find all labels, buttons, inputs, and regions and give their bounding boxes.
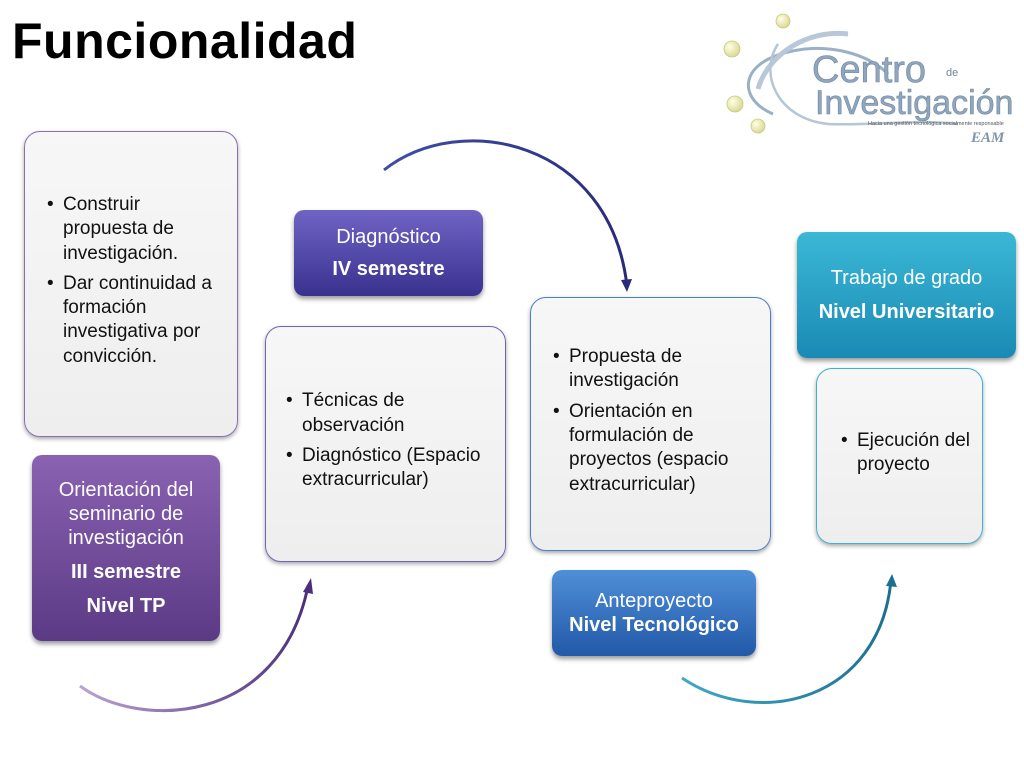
stage-3-activities: Propuesta de investigación Orientación e… <box>530 297 771 551</box>
arrow-2-head <box>621 279 632 292</box>
stage-1-semester: III semestre <box>70 561 182 583</box>
stage-2-bullet-1: Técnicas de observación <box>282 389 497 438</box>
logo-tagline: Hacia una gestión tecnológica socialment… <box>868 121 1004 127</box>
stage-2-semester: IV semestre <box>332 258 445 280</box>
stage-1-level: Nivel TP <box>86 595 166 617</box>
stage-2-title: Diagnóstico <box>336 226 441 248</box>
stage-4-activities: Ejecución del proyecto <box>816 368 983 544</box>
stage-1-title: Orientación del seminario de investigaci… <box>58 479 194 549</box>
stage-4-bullet-1: Ejecución del proyecto <box>837 429 974 478</box>
logo-word-centro: Centro <box>812 49 926 91</box>
stage-2-label: Diagnóstico IV semestre <box>294 210 483 296</box>
logo-word-de: de <box>946 67 958 79</box>
centro-investigacion-logo: Centro de Investigación Hacia una gestió… <box>723 13 1014 146</box>
stage-1-label: Orientación del seminario de investigaci… <box>32 455 220 641</box>
stage-1-bullet-2: Dar continuidad a formación investigativ… <box>43 272 229 369</box>
stage-3-label: Anteproyecto Nivel Tecnológico <box>552 570 756 656</box>
logo-brand: EAM <box>970 130 1005 146</box>
stage-2-activities: Técnicas de observación Diagnóstico (Esp… <box>265 326 506 562</box>
stage-4-title: Trabajo de grado <box>830 267 983 289</box>
arrow-1-head <box>303 578 313 594</box>
stage-4-level: Nivel Universitario <box>818 301 995 323</box>
page-title: Funcionalidad <box>12 13 358 69</box>
stage-3-title: Anteproyecto <box>595 590 713 612</box>
stage-3-bullet-1: Propuesta de investigación <box>549 345 762 394</box>
stage-4-label: Trabajo de grado Nivel Universitario <box>797 232 1016 358</box>
stage-3-level: Nivel Tecnológico <box>569 614 739 636</box>
logo-word-investigacion: Investigación <box>815 84 1013 122</box>
arrow-3-head <box>886 574 897 587</box>
stage-3-bullet-2: Orientación en formulación de proyectos … <box>549 400 762 497</box>
stage-1-activities: Construir propuesta de investigación. Da… <box>24 131 238 437</box>
stage-1-bullet-1: Construir propuesta de investigación. <box>43 193 229 266</box>
stage-2-bullet-2: Diagnóstico (Espacio extracurricular) <box>282 444 497 493</box>
